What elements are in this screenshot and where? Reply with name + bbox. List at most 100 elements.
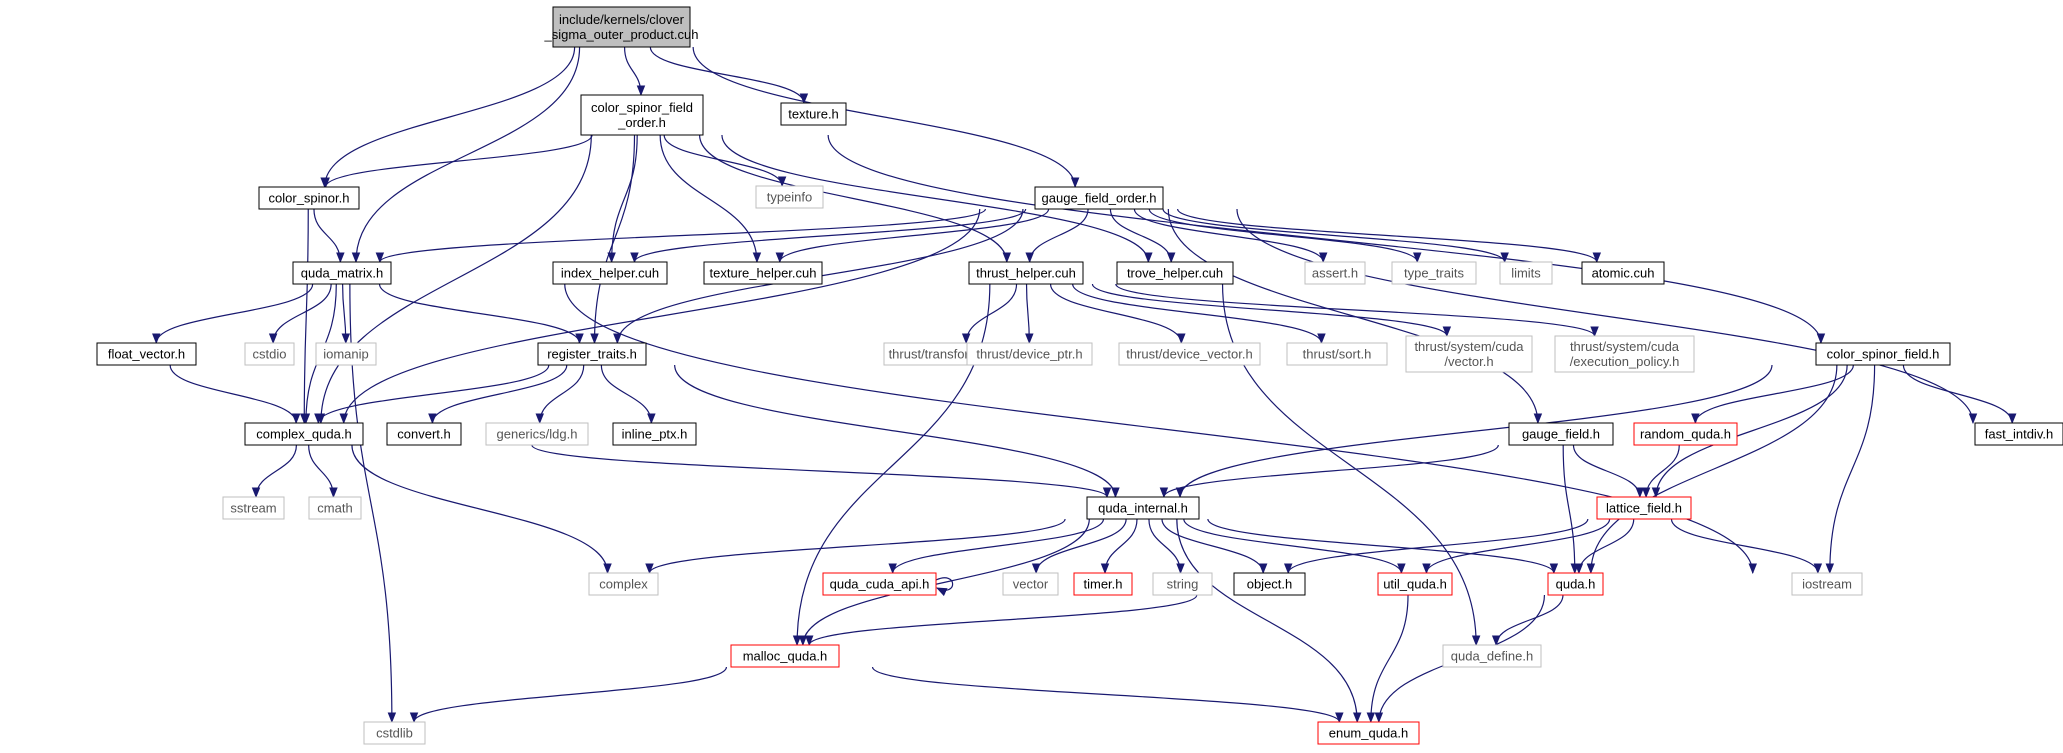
node-label: quda_matrix.h xyxy=(301,266,383,281)
node-thrust-dp[interactable]: thrust/device_ptr.h xyxy=(966,342,1093,366)
node-complex-quda[interactable]: complex_quda.h xyxy=(244,422,364,446)
node-trove-helper[interactable]: trove_helper.cuh xyxy=(1116,261,1234,285)
node-label: quda.h xyxy=(1556,577,1596,592)
node-box xyxy=(1974,422,2063,446)
edge-gfo-to-atomic xyxy=(1177,208,1601,264)
edge-quda_internal-to-complex xyxy=(645,518,1066,575)
node-inline-ptx[interactable]: inline_ptx.h xyxy=(612,422,697,446)
node-label: register_traits.h xyxy=(547,347,637,362)
node-label: random_quda.h xyxy=(1640,427,1731,442)
node-random-quda[interactable]: random_quda.h xyxy=(1633,422,1738,446)
node-label: gauge_field_order.h xyxy=(1042,191,1157,206)
node-register-traits[interactable]: register_traits.h xyxy=(537,342,647,366)
node-atomic[interactable]: atomic.cuh xyxy=(1581,261,1665,285)
node-float-vector[interactable]: float_vector.h xyxy=(96,342,197,366)
node-generics-ldg[interactable]: generics/ldg.h xyxy=(485,422,589,446)
node-limits[interactable]: limits xyxy=(1499,261,1553,285)
node-box xyxy=(1554,335,1695,373)
node-box xyxy=(485,422,589,446)
edge-csf-to-iostream xyxy=(1825,364,1876,575)
node-label: color_spinor_field.h xyxy=(1827,347,1940,362)
node-box xyxy=(1547,572,1604,596)
node-typeinfo[interactable]: typeinfo xyxy=(755,185,824,209)
edge-csf-to-quda xyxy=(1586,364,1838,575)
node-label: index_helper.cuh xyxy=(561,266,659,281)
node-lattice-field[interactable]: lattice_field.h xyxy=(1596,496,1692,520)
node-quda-cuda-api[interactable]: quda_cuda_api.h xyxy=(822,572,937,596)
node-convert[interactable]: convert.h xyxy=(386,422,462,446)
node-string[interactable]: string xyxy=(1152,572,1213,596)
node-box xyxy=(1002,572,1059,596)
node-gfo[interactable]: gauge_field_order.h xyxy=(1034,186,1164,210)
node-timer[interactable]: timer.h xyxy=(1073,572,1133,596)
edge-gauge_field-to-quda_internal xyxy=(1159,444,1499,499)
node-vector[interactable]: vector xyxy=(1002,572,1059,596)
node-enum-quda[interactable]: enum_quda.h xyxy=(1317,721,1420,745)
node-box xyxy=(588,572,659,596)
node-type-traits[interactable]: type_traits xyxy=(1391,261,1477,285)
node-label: generics/ldg.h xyxy=(497,427,578,442)
node-malloc-quda[interactable]: malloc_quda.h xyxy=(730,644,840,668)
node-complex[interactable]: complex xyxy=(588,572,659,596)
edge-quda_internal-to-enum_quda xyxy=(1176,518,1362,724)
node-gauge-field[interactable]: gauge_field.h xyxy=(1508,422,1614,446)
node-label: complex_quda.h xyxy=(256,427,351,442)
node-thrust-ep[interactable]: thrust/system/cuda/execution_policy.h xyxy=(1554,335,1695,373)
node-label: iomanip xyxy=(323,347,369,362)
node-label: fast_intdiv.h xyxy=(1985,427,2053,442)
node-sstream[interactable]: sstream xyxy=(222,496,285,520)
edge-register_traits-to-quda_internal xyxy=(674,364,1120,499)
edge-quda_internal-to-quda xyxy=(1207,518,1559,575)
node-box xyxy=(780,102,847,126)
node-texture[interactable]: texture.h xyxy=(780,102,847,126)
node-thrust-dv[interactable]: thrust/device_vector.h xyxy=(1118,342,1261,366)
edge-csfo-to-complex_quda xyxy=(316,134,592,425)
node-root[interactable]: include/kernels/clover_sigma_outer_produ… xyxy=(544,6,699,48)
node-box xyxy=(363,721,426,745)
node-box xyxy=(1391,261,1477,285)
node-label: iostream xyxy=(1802,577,1852,592)
node-thrust-vec[interactable]: thrust/system/cuda/vector.h xyxy=(1405,335,1533,373)
edge-csfo-to-trove_helper xyxy=(721,134,1153,264)
node-box xyxy=(1233,572,1306,596)
node-cstdio[interactable]: cstdio xyxy=(244,342,295,366)
edge-gfo-to-trove_helper xyxy=(1109,208,1176,264)
edge-csfo-to-index_helper xyxy=(607,134,638,264)
edge-register_traits-to-complex_quda xyxy=(314,364,550,425)
node-object[interactable]: object.h xyxy=(1233,572,1306,596)
node-index-helper[interactable]: index_helper.cuh xyxy=(552,261,668,285)
node-thrust-sort[interactable]: thrust/sort.h xyxy=(1286,342,1388,366)
node-quda-define[interactable]: quda_define.h xyxy=(1442,644,1542,668)
edge-complex_quda-to-complex xyxy=(351,444,612,575)
node-iostream[interactable]: iostream xyxy=(1791,572,1863,596)
edge-float_vector-to-complex_quda xyxy=(169,364,301,425)
node-box xyxy=(1815,342,1951,366)
edge-thrust_helper-to-thrust_dv xyxy=(1049,283,1186,345)
node-label: trove_helper.cuh xyxy=(1127,266,1223,281)
node-thrust-helper[interactable]: thrust_helper.cuh xyxy=(968,261,1084,285)
node-color-spinor[interactable]: color_spinor.h xyxy=(258,186,360,210)
node-label: quda_internal.h xyxy=(1098,501,1188,516)
node-fast-intdiv[interactable]: fast_intdiv.h xyxy=(1974,422,2063,446)
edge-csfo-to-texture_helper xyxy=(659,134,762,264)
node-quda-internal[interactable]: quda_internal.h xyxy=(1086,496,1200,520)
node-box xyxy=(1152,572,1213,596)
node-assert[interactable]: assert.h xyxy=(1304,261,1366,285)
node-quda[interactable]: quda.h xyxy=(1547,572,1604,596)
node-csfo[interactable]: color_spinor_field_order.h xyxy=(580,94,704,136)
edge-quda_matrix-to-register_traits xyxy=(378,283,584,345)
node-box xyxy=(1581,261,1665,285)
node-label: string xyxy=(1167,577,1199,592)
node-cstdlib[interactable]: cstdlib xyxy=(363,721,426,745)
node-cmath[interactable]: cmath xyxy=(308,496,362,520)
node-csf[interactable]: color_spinor_field.h xyxy=(1815,342,1951,366)
node-box xyxy=(1034,186,1164,210)
node-util-quda[interactable]: util_quda.h xyxy=(1377,572,1453,596)
node-quda-matrix[interactable]: quda_matrix.h xyxy=(292,261,392,285)
edge-convert-to-quda_internal xyxy=(531,444,1112,499)
node-iomanip[interactable]: iomanip xyxy=(315,342,377,366)
edge-csf-to-fast_intdiv xyxy=(1902,364,2017,425)
edge-quda_internal-to-string xyxy=(1148,518,1185,575)
node-texture-helper[interactable]: texture_helper.cuh xyxy=(703,261,823,285)
edge-random_quda-to-lattice_field xyxy=(1641,444,1680,499)
